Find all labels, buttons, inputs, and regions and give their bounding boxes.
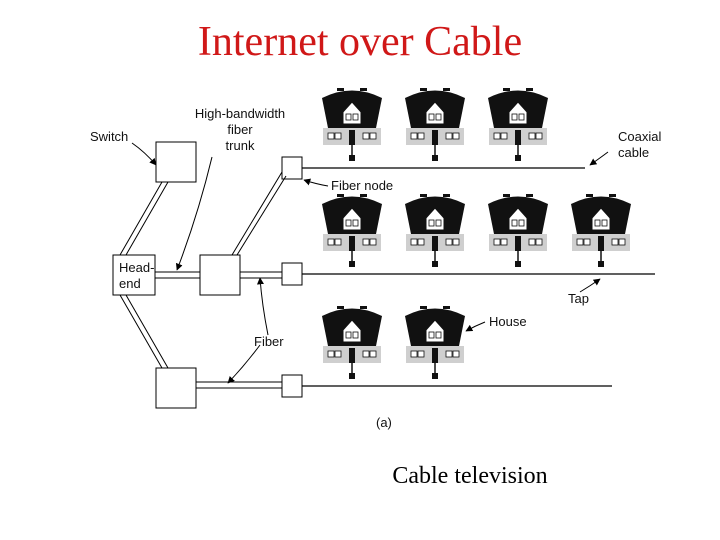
fiber-node [281, 156, 303, 180]
coaxial-cable [302, 167, 655, 387]
coaxial-arrow [589, 151, 609, 166]
house-icon [404, 193, 466, 268]
switch-box [155, 141, 197, 183]
tap-arrow [579, 278, 601, 293]
switch-box [199, 254, 241, 296]
house-icon [404, 87, 466, 162]
fiber-trunk [119, 181, 200, 369]
house-icon [404, 305, 466, 380]
coaxial-label-line-2: cable [618, 145, 649, 160]
slide-title: Internet over Cable [197, 19, 523, 65]
headend-label-line-2: end [119, 276, 141, 291]
headend-label-line-1: Head- [119, 260, 154, 275]
fiber-node [281, 262, 303, 286]
house-label: House [489, 314, 527, 329]
headend-box [112, 254, 156, 296]
trunk-label-line-2: fiber [227, 122, 253, 137]
fiber-node-label: Fiber node [331, 178, 393, 193]
trunk-label-line-1: High-bandwidth [195, 106, 285, 121]
coaxial-label-line-1: Coaxial [618, 129, 661, 144]
house-icon [487, 87, 549, 162]
fiber-node-arrow [303, 178, 329, 187]
fiber-label: Fiber [254, 334, 284, 349]
fiber-arrow [256, 277, 269, 336]
house-icon [487, 193, 549, 268]
house-icon [321, 87, 383, 162]
house-icon [321, 305, 383, 380]
house-icon [321, 193, 383, 268]
house-icon [570, 193, 632, 268]
switch-label: Switch [90, 129, 128, 144]
fiber-arrow [227, 344, 261, 384]
house-arrow [465, 321, 486, 332]
switch-box [155, 367, 197, 409]
trunk-label-line-3: trunk [226, 138, 255, 153]
trunk-arrow [175, 156, 213, 271]
fiber-node [281, 374, 303, 398]
switch-arrow [131, 142, 157, 166]
slide-caption: Cable television [392, 463, 548, 489]
tap-label: Tap [568, 291, 589, 306]
fiber-line [196, 171, 287, 389]
subfigure-label: (a) [376, 415, 392, 430]
